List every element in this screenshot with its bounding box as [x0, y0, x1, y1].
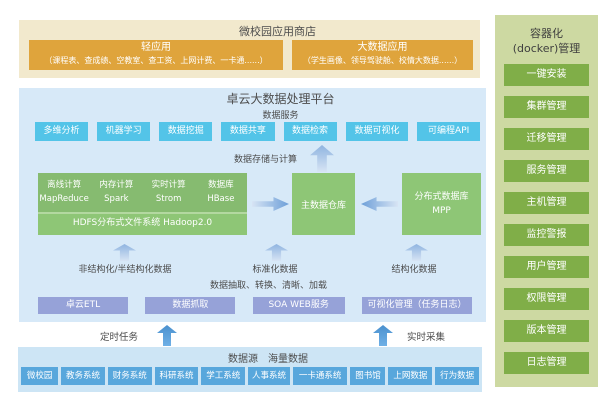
database-label: 数据库 — [208, 180, 234, 190]
storage-compute-label: 数据存储与计算 — [233, 155, 297, 165]
etl-tool-soa-web-service: SOA WEB服务 — [252, 297, 345, 314]
mpp-database-box: 分布式数据库 MPP — [402, 173, 481, 235]
hdfs-bar: HDFS分布式文件系统 Hadoop2.0 — [72, 218, 213, 228]
source-yikatong: 一卡通系统 — [292, 367, 348, 385]
etl-tool-zhuoyun-etl: 卓云ETL — [38, 297, 128, 314]
docker-management-panel: 容器化 (docker)管理 一键安装 集群管理 迁移管理 服务管理 主机管理 … — [495, 15, 598, 387]
docker-item-log-management: 日志管理 — [504, 352, 589, 374]
source-xingwei: 行为数据 — [435, 367, 479, 385]
spark-label: Spark — [104, 194, 129, 204]
data-services-label: 数据服务 — [262, 111, 299, 121]
light-apps-detail: （课程表、查成绩、空教室、查工资、上网计费、一卡通......） — [44, 56, 268, 65]
source-weixiaoyuan: 微校园 — [21, 367, 59, 385]
service-multidim-analysis: 多维分析 — [35, 122, 89, 141]
offline-compute-label: 离线计算 — [47, 180, 82, 190]
main-data-warehouse-box: 主数据仓库 — [292, 173, 355, 235]
bigdata-platform-panel: 卓云大数据处理平台 数据服务 多维分析 机器学习 数据挖掘 数据共享 数据检索 … — [19, 88, 486, 322]
arrow-right-hadoop-to-warehouse-icon — [252, 197, 289, 211]
docker-item-monitor-alert: 监控警报 — [504, 224, 589, 246]
service-programmable-api: 可编程API — [417, 122, 480, 141]
arrow-up-standardized-icon — [265, 244, 288, 261]
source-xuegong: 学工系统 — [201, 367, 246, 385]
memory-compute-label: 内存计算 — [99, 180, 134, 190]
docker-item-service-management: 服务管理 — [504, 160, 589, 182]
bigdata-apps-detail: （学生画像、领导驾驶舱、校情大数据......） — [302, 56, 463, 65]
docker-item-permission-management: 权限管理 — [504, 288, 589, 310]
etl-tool-visual-management: 可视化管理（任务日志） — [361, 297, 472, 314]
realtime-compute-label: 实时计算 — [151, 180, 186, 190]
hadoop-col-offline: 离线计算 MapReduce — [38, 173, 90, 212]
light-apps-name: 轻应用 — [141, 42, 171, 53]
data-source-title: 数据源 海量数据 — [228, 354, 308, 365]
unstructured-data-label: 非结构化/半结构化数据 — [78, 265, 172, 275]
source-keyan: 科研系统 — [154, 367, 199, 385]
docker-panel-title: 容器化 (docker)管理 — [495, 26, 598, 56]
service-data-visualization: 数据可视化 — [345, 122, 409, 141]
app-store-title: 微校园应用商店 — [239, 25, 316, 38]
arrow-up-scheduled-icon — [157, 325, 177, 346]
hadoop-box: 离线计算 MapReduce 内存计算 Spark 实时计算 Strom 数据库… — [38, 173, 247, 235]
data-source-row: 微校园 教务系统 财务系统 科研系统 学工系统 人事系统 一卡通系统 图书馆 上… — [21, 367, 479, 385]
mpp-line2: MPP — [432, 206, 451, 216]
docker-title-line2: (docker)管理 — [512, 42, 581, 55]
hadoop-col-memory: 内存计算 Spark — [90, 173, 142, 212]
source-renshi: 人事系统 — [248, 367, 290, 385]
strom-label: Strom — [155, 194, 182, 204]
hadoop-col-database: 数据库 HBase — [195, 173, 247, 212]
arrow-left-mpp-to-warehouse-icon — [361, 197, 398, 211]
docker-item-version-management: 版本管理 — [504, 320, 589, 342]
hadoop-col-realtime: 实时计算 Strom — [143, 173, 195, 212]
service-machine-learning: 机器学习 — [97, 122, 151, 141]
arrow-up-realtime-icon — [373, 325, 393, 346]
service-data-sharing: 数据共享 — [221, 122, 275, 141]
hbase-label: HBase — [207, 194, 235, 204]
data-services-row: 多维分析 机器学习 数据挖掘 数据共享 数据检索 数据可视化 可编程API — [35, 122, 480, 141]
hadoop-compute-columns: 离线计算 MapReduce 内存计算 Spark 实时计算 Strom 数据库… — [38, 173, 247, 214]
structured-data-label: 结构化数据 — [391, 265, 437, 275]
realtime-collect-label: 实时采集 — [407, 332, 446, 343]
arrow-up-unstructured-icon — [113, 244, 136, 261]
source-shangwang: 上网数据 — [388, 367, 433, 385]
docker-item-one-click-install: 一键安装 — [504, 64, 589, 86]
mpp-line1: 分布式数据库 — [414, 192, 469, 202]
etl-tools-row: 卓云ETL 数据抓取 SOA WEB服务 可视化管理（任务日志） — [38, 297, 472, 314]
data-source-panel: 数据源 海量数据 微校园 教务系统 财务系统 科研系统 学工系统 人事系统 一卡… — [18, 347, 482, 392]
platform-title: 卓云大数据处理平台 — [226, 92, 335, 106]
docker-item-migration-management: 迁移管理 — [504, 128, 589, 150]
docker-item-host-management: 主机管理 — [504, 192, 589, 214]
service-data-search: 数据检索 — [283, 122, 337, 141]
mapreduce-label: MapReduce — [39, 194, 89, 204]
app-store-panel: 微校园应用商店 轻应用 （课程表、查成绩、空教室、查工资、上网计费、一卡通...… — [19, 20, 480, 78]
docker-item-cluster-management: 集群管理 — [504, 96, 589, 118]
arrow-up-structured-icon — [405, 244, 428, 261]
source-jiaowu: 教务系统 — [61, 367, 105, 385]
docker-item-list: 一键安装 集群管理 迁移管理 服务管理 主机管理 监控警报 用户管理 权限管理 … — [495, 64, 598, 374]
etl-process-label: 数据抽取、转换、清晰、加载 — [209, 281, 327, 291]
source-caiwu: 财务系统 — [107, 367, 152, 385]
standardized-data-label: 标准化数据 — [252, 265, 298, 275]
bigdata-apps-box: 大数据应用 （学生画像、领导驾驶舱、校情大数据......） — [292, 40, 473, 70]
source-tushuguan: 图书馆 — [350, 367, 386, 385]
service-data-mining: 数据挖掘 — [159, 122, 213, 141]
etl-tool-data-crawl: 数据抓取 — [145, 297, 236, 314]
scheduled-task-label: 定时任务 — [100, 332, 139, 343]
light-apps-box: 轻应用 （课程表、查成绩、空教室、查工资、上网计费、一卡通......） — [29, 40, 283, 70]
docker-item-user-management: 用户管理 — [504, 256, 589, 278]
bigdata-apps-name: 大数据应用 — [357, 42, 408, 53]
docker-title-line1: 容器化 — [530, 27, 563, 40]
